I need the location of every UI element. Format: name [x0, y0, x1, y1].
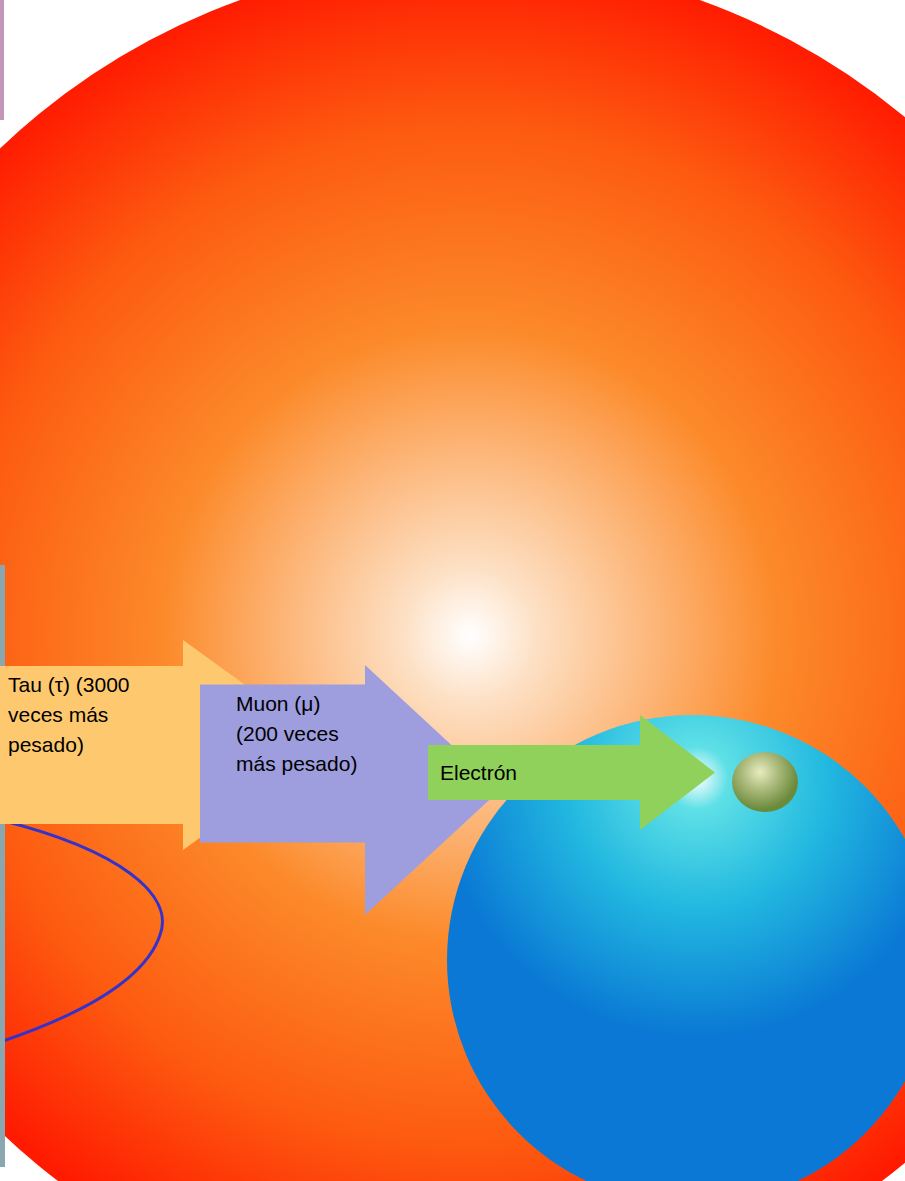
electron-sphere — [732, 752, 798, 812]
particle-label: Muon (μ) (200 veces más pesado) — [236, 689, 364, 779]
electron-arrow: Electrón — [428, 715, 715, 830]
left-edge-bar — [0, 565, 5, 1167]
orbit-curve — [0, 820, 162, 1042]
particle-label: Electrón — [440, 758, 517, 788]
arrow-fill — [428, 715, 715, 830]
left-edge-bar — [0, 0, 4, 120]
particle-label: Tau (τ) (3000 veces más pesado) — [8, 670, 134, 760]
